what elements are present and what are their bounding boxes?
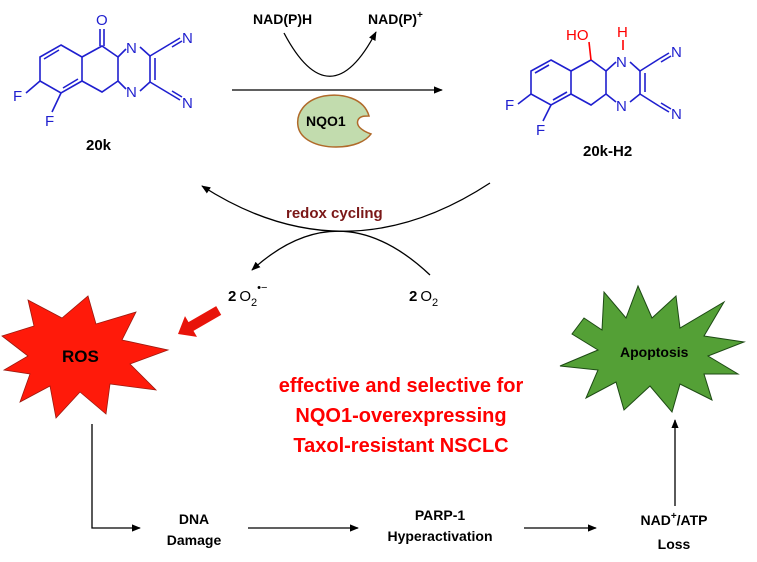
redox-cycle-lower-arrow: [251, 230, 431, 276]
cyclopentane-ring: [570, 59, 607, 106]
ros-generation-arrow: [178, 306, 222, 337]
nitrogen-atom-label: N: [616, 98, 627, 115]
fluorine-atom-label: F: [536, 122, 545, 139]
ros-to-dna-arrow: [91, 424, 141, 532]
ros-label: ROS: [62, 347, 99, 366]
cyano-nitrogen-label: N: [671, 44, 682, 61]
fluorine-atom-label: F: [13, 88, 22, 105]
dna-damage-line-2: Damage: [167, 532, 222, 548]
hydroxyl-label: HO: [566, 27, 589, 44]
parp-line-2: Hyperactivation: [387, 528, 492, 544]
dna-damage-line-1: DNA: [179, 511, 209, 527]
fluorine-atom-label: F: [45, 113, 54, 130]
compound-20k: [25, 29, 183, 113]
parp-line-1: PARP-1: [415, 507, 466, 523]
cyclopentane-ring: [81, 45, 119, 93]
nitrogen-atom-label: N: [126, 84, 137, 101]
compound-20k-label: 20k: [86, 137, 112, 154]
redox-cycling-label: redox cycling: [286, 205, 383, 222]
benzene-ring: [530, 59, 572, 106]
nqo1-label: NQO1: [306, 113, 346, 129]
fluorine-atom-label: F: [505, 97, 514, 114]
nitrogen-atom-label: N: [126, 40, 137, 57]
cyano-nitrogen-label: N: [182, 95, 193, 112]
cofactor-reduced-label: NAD(P)H: [253, 11, 312, 27]
highlight-line-3: Taxol-resistant NSCLC: [293, 435, 508, 457]
ros-starburst: [1, 295, 170, 419]
nqo1-enzyme-shape: [296, 94, 373, 148]
compound-20k-h2-label: 20k-H2: [583, 143, 632, 160]
compound-20k-h2: [517, 40, 672, 122]
benzene-ring: [39, 44, 83, 94]
apoptosis-label: Apoptosis: [620, 344, 689, 360]
hydrogen-atom-label: H: [617, 24, 628, 41]
cyano-nitrogen-label: N: [671, 106, 682, 123]
cofactor-oxidized-label: NAD(P)+: [368, 10, 423, 27]
cofactor-arrow: [283, 31, 377, 77]
nitrogen-atom-label: N: [616, 54, 627, 71]
highlight-line-2: NQO1-overexpressing: [295, 405, 506, 427]
highlight-line-1: effective and selective for: [279, 375, 524, 397]
oxygen-atom-label: O: [96, 12, 108, 29]
nad-atp-line-1: NAD+/ATP: [640, 511, 707, 528]
apoptosis-starburst: [559, 284, 746, 414]
cyano-nitrogen-label: N: [182, 30, 193, 47]
nad-atp-line-2: Loss: [658, 536, 691, 552]
